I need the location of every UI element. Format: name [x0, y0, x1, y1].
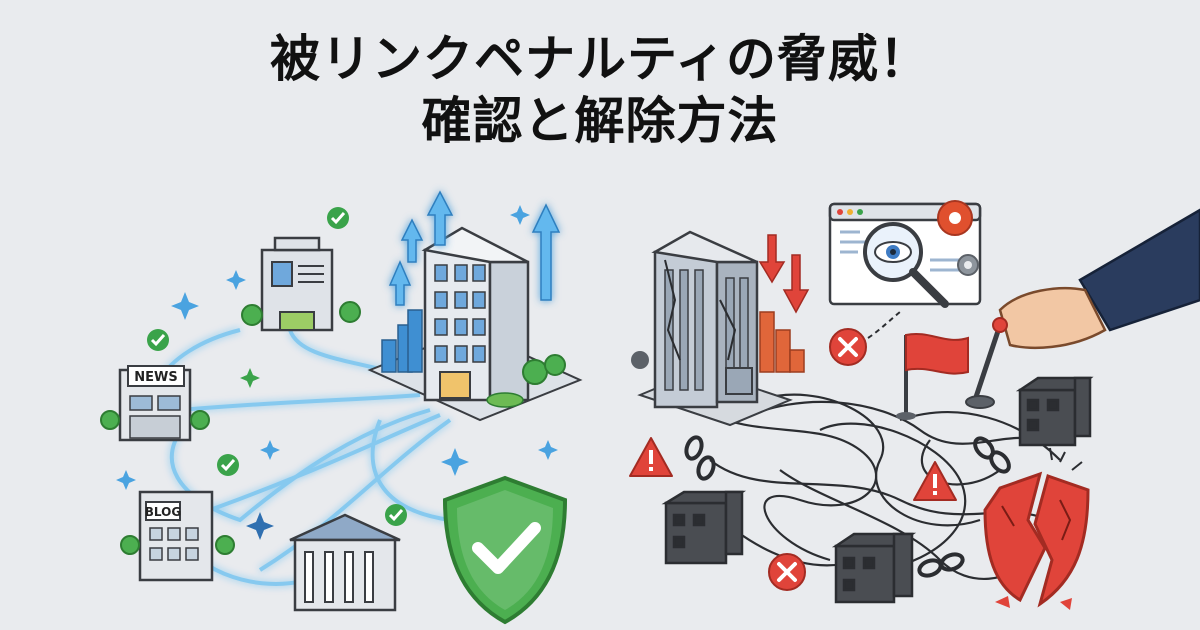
bar-chart-bars: [381, 309, 423, 373]
arrow-up-icon-group: [388, 190, 561, 306]
shield-check-icon: [442, 475, 568, 625]
main-office-tower: [367, 226, 583, 422]
penalty-link-network: [629, 200, 1200, 610]
sparkle-icon: [226, 270, 246, 290]
blog-building: BLOG: [120, 490, 235, 582]
headline: 被リンクペナルティの脅威！ 確認と解除方法: [0, 28, 1200, 152]
hand-removing-links: [965, 208, 1200, 409]
damaged-building: [661, 490, 747, 565]
broken-shield-icon: [983, 447, 1090, 610]
warning-icon: [913, 461, 957, 501]
headline-line-2: 確認と解除方法: [421, 92, 779, 150]
broken-chain-icon: [973, 436, 1011, 474]
check-icon-group: [147, 207, 407, 526]
sparkle-icon: [116, 470, 136, 490]
falling-bars: [759, 311, 805, 373]
check-icon: [217, 454, 239, 476]
healthy-link-network: NEWS BLOG: [100, 190, 583, 625]
red-flag-icon: [896, 333, 969, 420]
check-icon: [327, 207, 349, 229]
sparkle-icon: [240, 368, 260, 388]
institution-building: [289, 513, 401, 612]
warning-icon: [629, 437, 673, 477]
news-building: NEWS: [100, 365, 210, 442]
crumbling-tower: [631, 230, 805, 427]
broken-chain-icon: [917, 552, 965, 578]
cross-icon: [768, 553, 806, 591]
check-icon: [147, 329, 169, 351]
cross-icon: [829, 328, 867, 366]
sparkle-icon: [171, 292, 199, 320]
sparkle-icon: [246, 512, 274, 540]
magnifier-eye-icon: [863, 222, 949, 308]
analysis-window: [828, 200, 982, 308]
blog-sign: BLOG: [145, 505, 181, 519]
sparkle-icon: [510, 205, 530, 225]
news-sign: NEWS: [134, 370, 177, 385]
sparkle-icon: [538, 440, 558, 460]
broken-chain-icon: [684, 435, 716, 481]
sparkle-icon: [441, 448, 469, 476]
arrow-down-icon-group: [758, 234, 810, 314]
damaged-building: [1015, 376, 1094, 447]
office-building-small: [241, 236, 361, 332]
check-icon: [385, 504, 407, 526]
gear-icon: [937, 200, 973, 236]
sparkle-icon: [260, 440, 280, 460]
sparkle-icon-group: [116, 205, 558, 540]
damaged-building: [831, 532, 917, 604]
headline-line-1: 被リンクペナルティの脅威！: [270, 30, 930, 88]
gear-icon: [957, 254, 979, 276]
